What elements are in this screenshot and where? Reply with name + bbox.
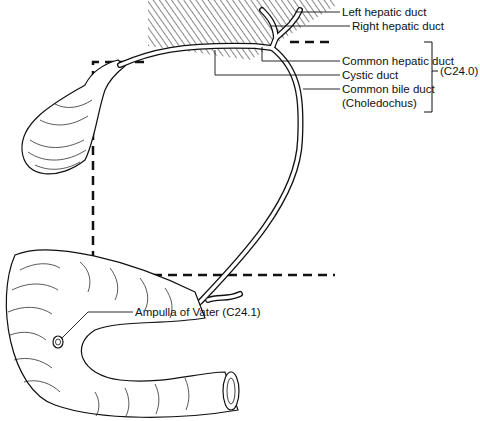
part-label: (C24.0)	[440, 64, 480, 78]
bracket	[424, 42, 438, 112]
part-label: Left hepatic duct	[342, 5, 462, 19]
leader-lines	[62, 12, 350, 338]
part-label: Ampulla of Vater (C24.1)	[135, 305, 335, 319]
bile-ducts	[120, 10, 301, 302]
duodenum	[6, 250, 239, 417]
part-label: Right hepatic duct	[352, 19, 472, 33]
part-label: Common bile duct (Choledochus)	[342, 82, 442, 110]
gallbladder	[22, 60, 125, 174]
